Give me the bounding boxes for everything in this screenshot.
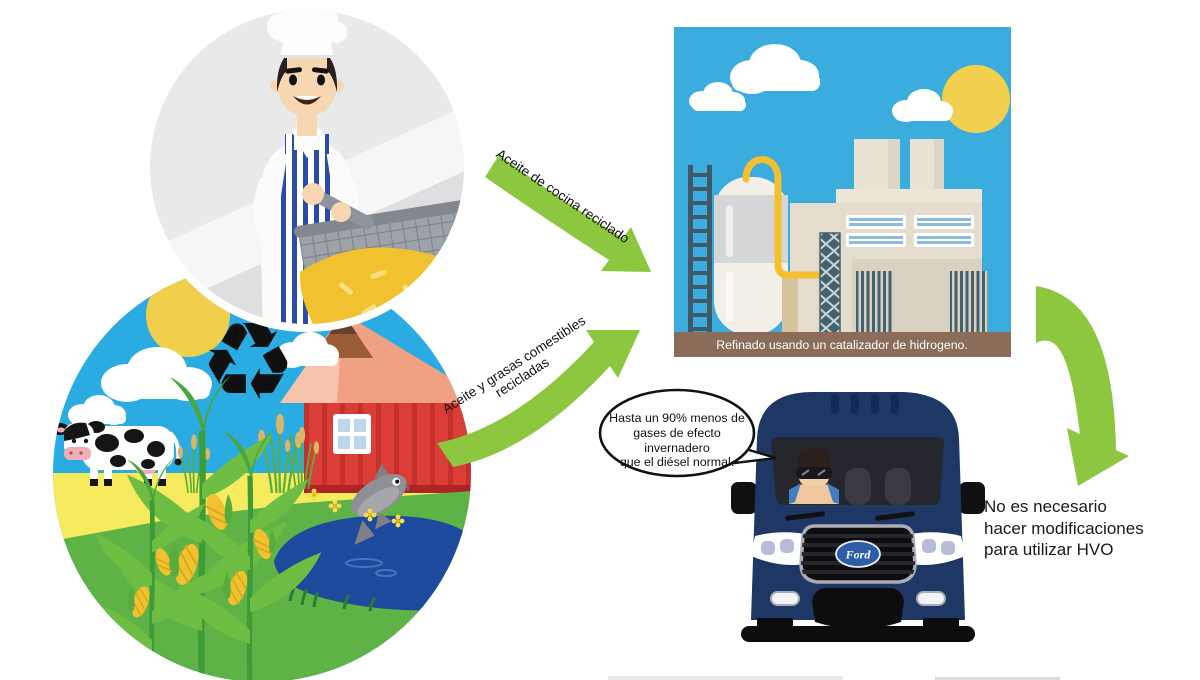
driver bbox=[789, 448, 839, 504]
factory-caption: Refinado usando un catalizador de hidrog… bbox=[716, 338, 968, 352]
front-bumper bbox=[812, 588, 904, 629]
ladder bbox=[688, 165, 712, 335]
arrow-refined-to-van bbox=[1036, 286, 1129, 486]
headlight bbox=[905, 532, 965, 565]
cropped-artifact bbox=[935, 677, 1060, 680]
sunglasses-icon bbox=[796, 467, 832, 479]
headlight bbox=[751, 532, 811, 565]
driver-hair bbox=[797, 448, 831, 468]
hvo-note: No es necesario hacer modificaciones par… bbox=[984, 496, 1184, 561]
hvo-note-line3: para utilizar HVO bbox=[984, 540, 1114, 559]
cropped-artifact bbox=[608, 676, 843, 680]
bubble-line3: que el diésel normal. bbox=[619, 455, 735, 470]
arrow-fats bbox=[437, 330, 640, 467]
factory-windows bbox=[846, 215, 974, 247]
side-mirror bbox=[959, 482, 985, 514]
factory-illustration: Refinado usando un catalizador de hidrog… bbox=[674, 27, 1011, 357]
roof-ridges bbox=[831, 394, 899, 414]
headrest bbox=[885, 468, 911, 505]
ford-oval bbox=[835, 540, 881, 568]
chef-hand bbox=[302, 183, 324, 205]
speech-bubble-text: Hasta un 90% menos de gases de efecto in… bbox=[607, 411, 747, 470]
arrow-cooking-oil bbox=[485, 155, 651, 272]
chef-circle-rim bbox=[142, 2, 472, 332]
ford-logo: Ford bbox=[845, 548, 872, 562]
chef-hand bbox=[331, 202, 351, 222]
vent-grille bbox=[856, 271, 894, 332]
bubble-line1: Hasta un 90% menos de bbox=[609, 411, 745, 425]
cloud bbox=[689, 44, 953, 122]
chef-illustration bbox=[142, 2, 472, 332]
cow bbox=[53, 421, 182, 486]
wiper bbox=[875, 511, 916, 521]
grille: Ford bbox=[799, 524, 917, 584]
speech-bubble bbox=[598, 388, 777, 478]
vent-grille bbox=[950, 271, 988, 332]
wiper bbox=[785, 511, 826, 521]
van-illustration: Ford bbox=[731, 392, 985, 642]
pond bbox=[274, 515, 470, 612]
factory-ground bbox=[674, 332, 1011, 357]
hvo-note-line1: No es necesario bbox=[984, 497, 1107, 516]
fog-light bbox=[770, 591, 800, 606]
pipe bbox=[742, 156, 826, 279]
chef-hat bbox=[267, 6, 347, 58]
fog-light bbox=[916, 591, 946, 606]
fish bbox=[351, 463, 410, 545]
hvo-note-line2: hacer modificaciones bbox=[984, 518, 1144, 538]
farm-illustration: ♻ bbox=[53, 264, 471, 680]
cloud bbox=[276, 332, 339, 368]
sun-icon bbox=[942, 65, 1010, 133]
headrest bbox=[845, 468, 871, 505]
side-mirror bbox=[731, 482, 757, 514]
bubble-line2: gases de efecto invernadero bbox=[633, 425, 721, 455]
wheel-base bbox=[741, 626, 975, 642]
